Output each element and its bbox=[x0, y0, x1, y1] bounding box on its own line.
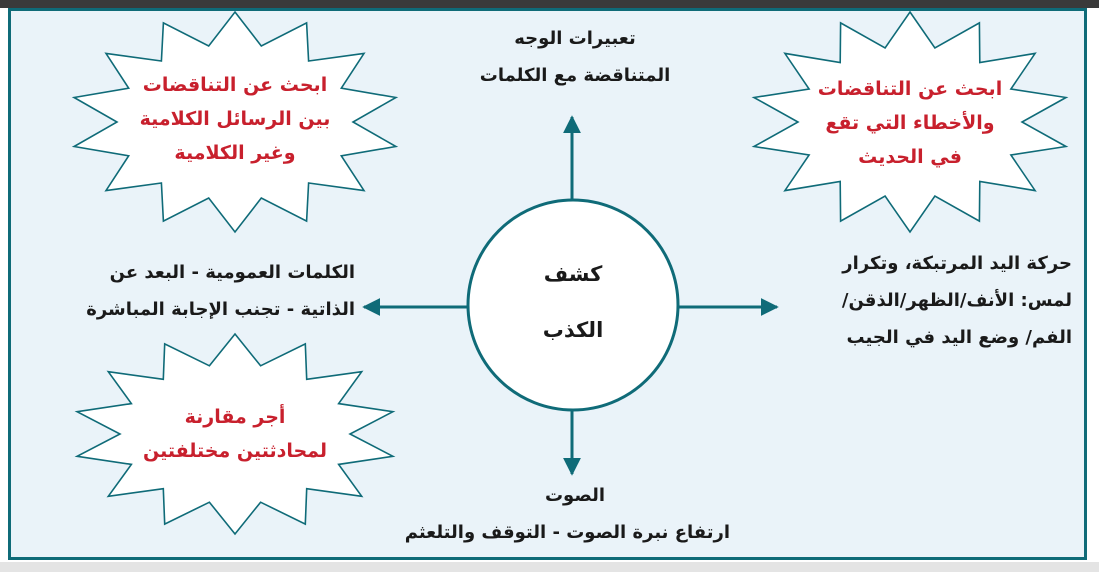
branch-right-label: حركة اليد المرتبكة، وتكرار لمس: الأنف/ال… bbox=[782, 245, 1072, 356]
starburst-top-right bbox=[751, 10, 1069, 234]
branch-right-line-2: لمس: الأنف/الظهر/الذقن/ bbox=[841, 290, 1072, 311]
burst-bottom-left-text: أجر مقارنة لمحادثتين مختلفتين bbox=[105, 400, 365, 468]
branch-bottom-line-2: ارتفاع نبرة الصوت - التوقف والتلعثم bbox=[404, 522, 730, 543]
branch-left-line-2: الذاتية - تجنب الإجابة المباشرة bbox=[86, 299, 355, 320]
burst-top-left-line-2: بين الرسائل الكلامية bbox=[139, 108, 331, 130]
branch-left-label: الكلمات العمومية - البعد عن الذاتية - تج… bbox=[40, 254, 355, 328]
branch-top-label: تعبيرات الوجه المتناقضة مع الكلمات bbox=[440, 20, 710, 94]
branch-top-line-2: المتناقضة مع الكلمات bbox=[479, 65, 671, 86]
burst-top-left-line-1: ابحث عن التناقضات bbox=[142, 74, 328, 96]
branch-top-line-1: تعبيرات الوجه bbox=[514, 28, 636, 49]
burst-top-right-line-3: في الحديث bbox=[858, 146, 962, 168]
center-circle bbox=[466, 198, 680, 412]
burst-bottom-left-line-1: أجر مقارنة bbox=[184, 406, 286, 428]
center-line-2: الكذب bbox=[542, 318, 604, 342]
center-line-1: كشف bbox=[543, 262, 603, 286]
branch-bottom-line-1: الصوت bbox=[544, 485, 606, 506]
burst-top-right-text: ابحث عن التناقضات والأخطاء التي تقع في ا… bbox=[780, 72, 1040, 174]
starburst-top-left bbox=[71, 10, 399, 234]
top-bar bbox=[0, 0, 1099, 8]
burst-top-right-line-1: ابحث عن التناقضات bbox=[817, 78, 1003, 100]
burst-top-left-line-3: وغير الكلامية bbox=[174, 142, 296, 164]
center-label: كشف الكذب bbox=[473, 246, 673, 358]
branch-left-line-1: الكلمات العمومية - البعد عن bbox=[109, 262, 355, 283]
burst-top-right-line-2: والأخطاء التي تقع bbox=[825, 112, 995, 134]
burst-top-left-text: ابحث عن التناقضات بين الرسائل الكلامية و… bbox=[95, 68, 375, 170]
burst-bottom-left-line-2: لمحادثتين مختلفتين bbox=[142, 440, 328, 462]
starburst-bottom-left bbox=[74, 332, 396, 536]
branch-bottom-label: الصوت ارتفاع نبرة الصوت - التوقف والتلعث… bbox=[404, 477, 730, 551]
branch-right-line-1: حركة اليد المرتبكة، وتكرار bbox=[842, 253, 1072, 274]
branch-right-line-3: الفم/ وضع اليد في الجيب bbox=[846, 327, 1073, 348]
bottom-strip bbox=[0, 562, 1099, 572]
